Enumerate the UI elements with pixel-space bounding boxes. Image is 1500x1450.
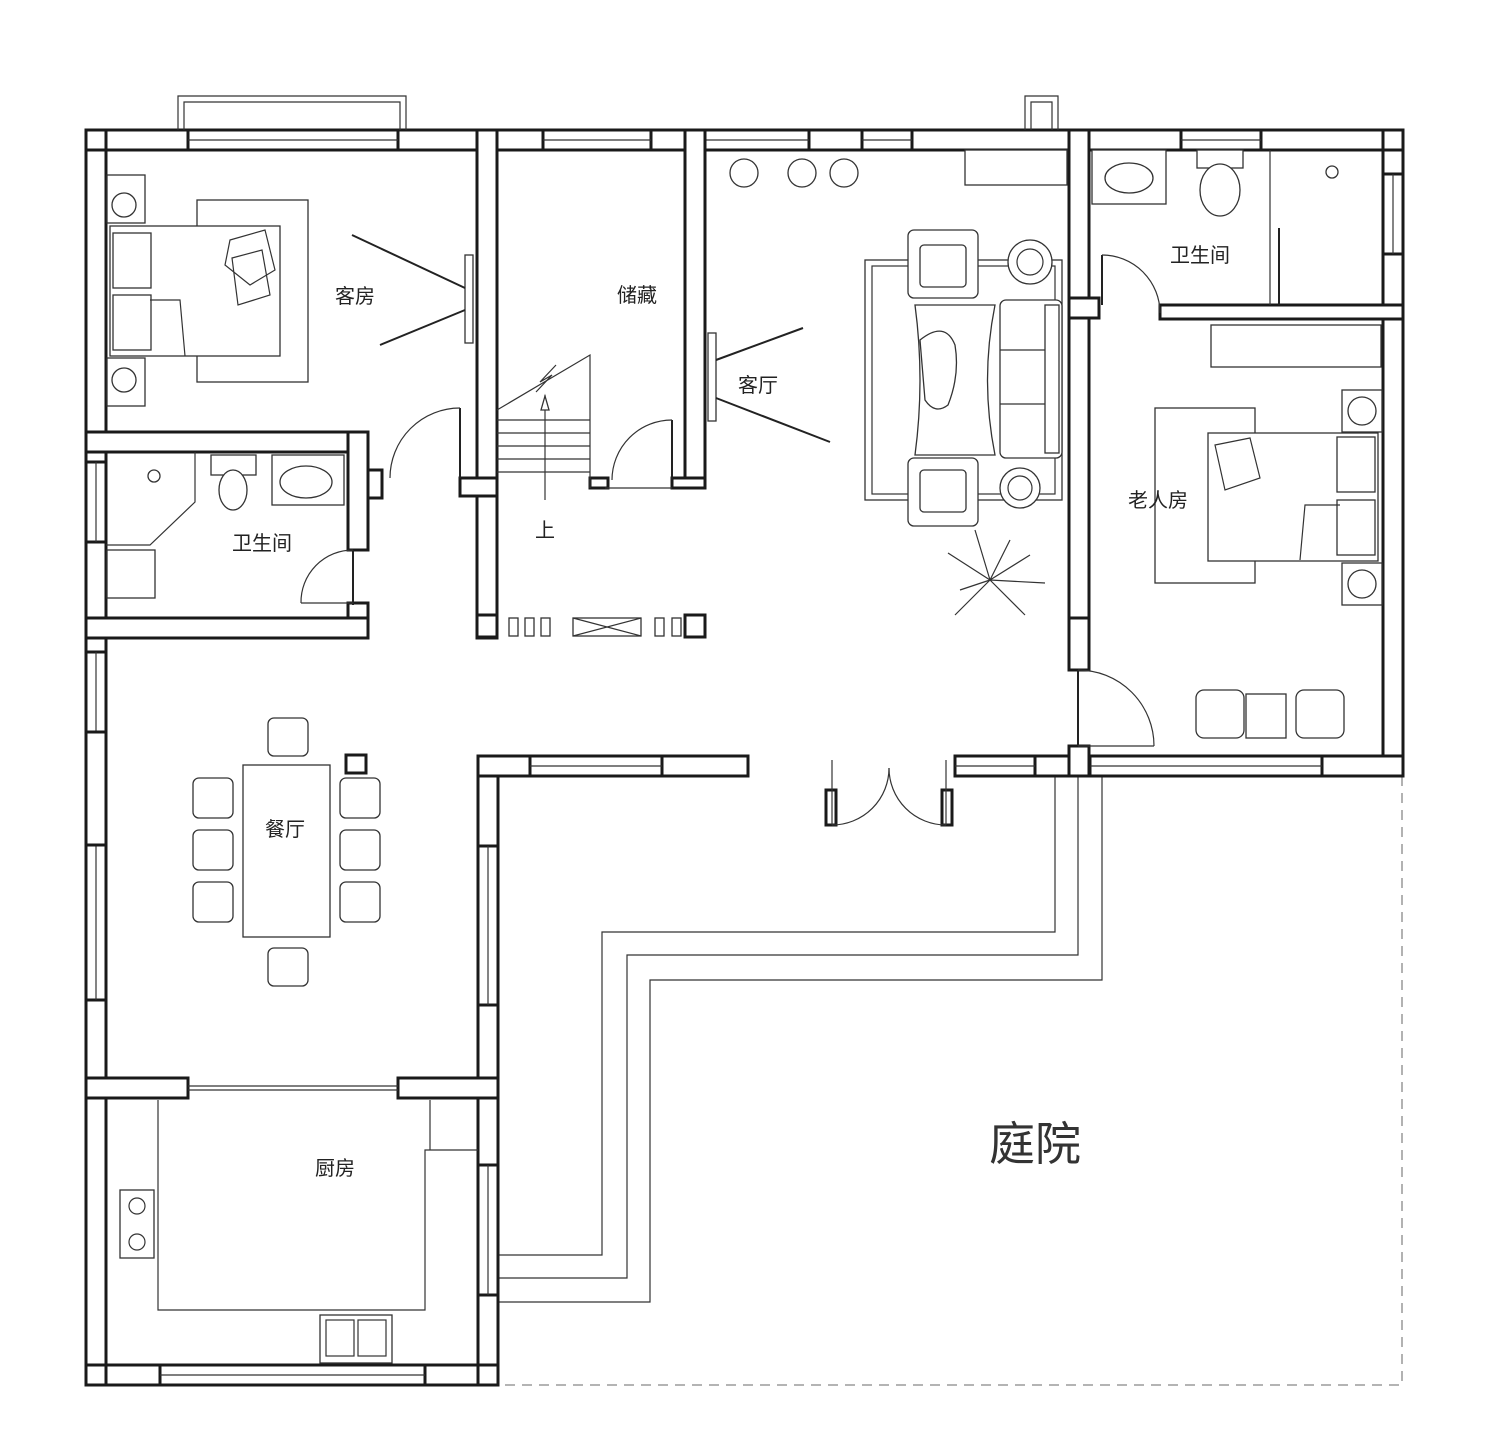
label-courtyard: 庭院 [989, 1117, 1081, 1171]
label-stair-up: 上 [535, 518, 555, 542]
interior-walls [84, 128, 1405, 1100]
left-bath-fixtures [106, 452, 345, 599]
label-kitchen: 厨房 [315, 1156, 355, 1180]
living-furniture [729, 149, 1068, 527]
label-guest-room: 客房 [335, 284, 375, 308]
label-dining-room: 餐厅 [265, 817, 305, 841]
courtyard-boundary [500, 776, 1403, 1386]
elder-room-furniture [1154, 324, 1383, 739]
plant [947, 529, 1046, 616]
staircase [496, 353, 672, 500]
room-labels: 客房 储藏 客厅 卫生间 老人房 卫生间 上 餐厅 厨房 庭院 [232, 243, 1230, 1180]
bay-windows [177, 95, 1059, 130]
label-bathroom-right: 卫生间 [1170, 243, 1230, 267]
doors [300, 150, 1280, 827]
tv-panels [351, 234, 831, 443]
courtyard-walkway [498, 776, 1103, 1303]
label-bathroom-left: 卫生间 [232, 531, 292, 555]
right-bath-fixtures [1091, 149, 1339, 217]
label-living-room: 客厅 [738, 373, 778, 397]
label-storage: 储藏 [617, 283, 657, 307]
guest-bed [106, 174, 309, 407]
kitchen-counters [119, 1100, 478, 1364]
windows [84, 128, 1405, 1387]
label-elder-room: 老人房 [1128, 488, 1188, 512]
shoe-cabinet [508, 617, 682, 637]
dining-set [192, 717, 381, 987]
